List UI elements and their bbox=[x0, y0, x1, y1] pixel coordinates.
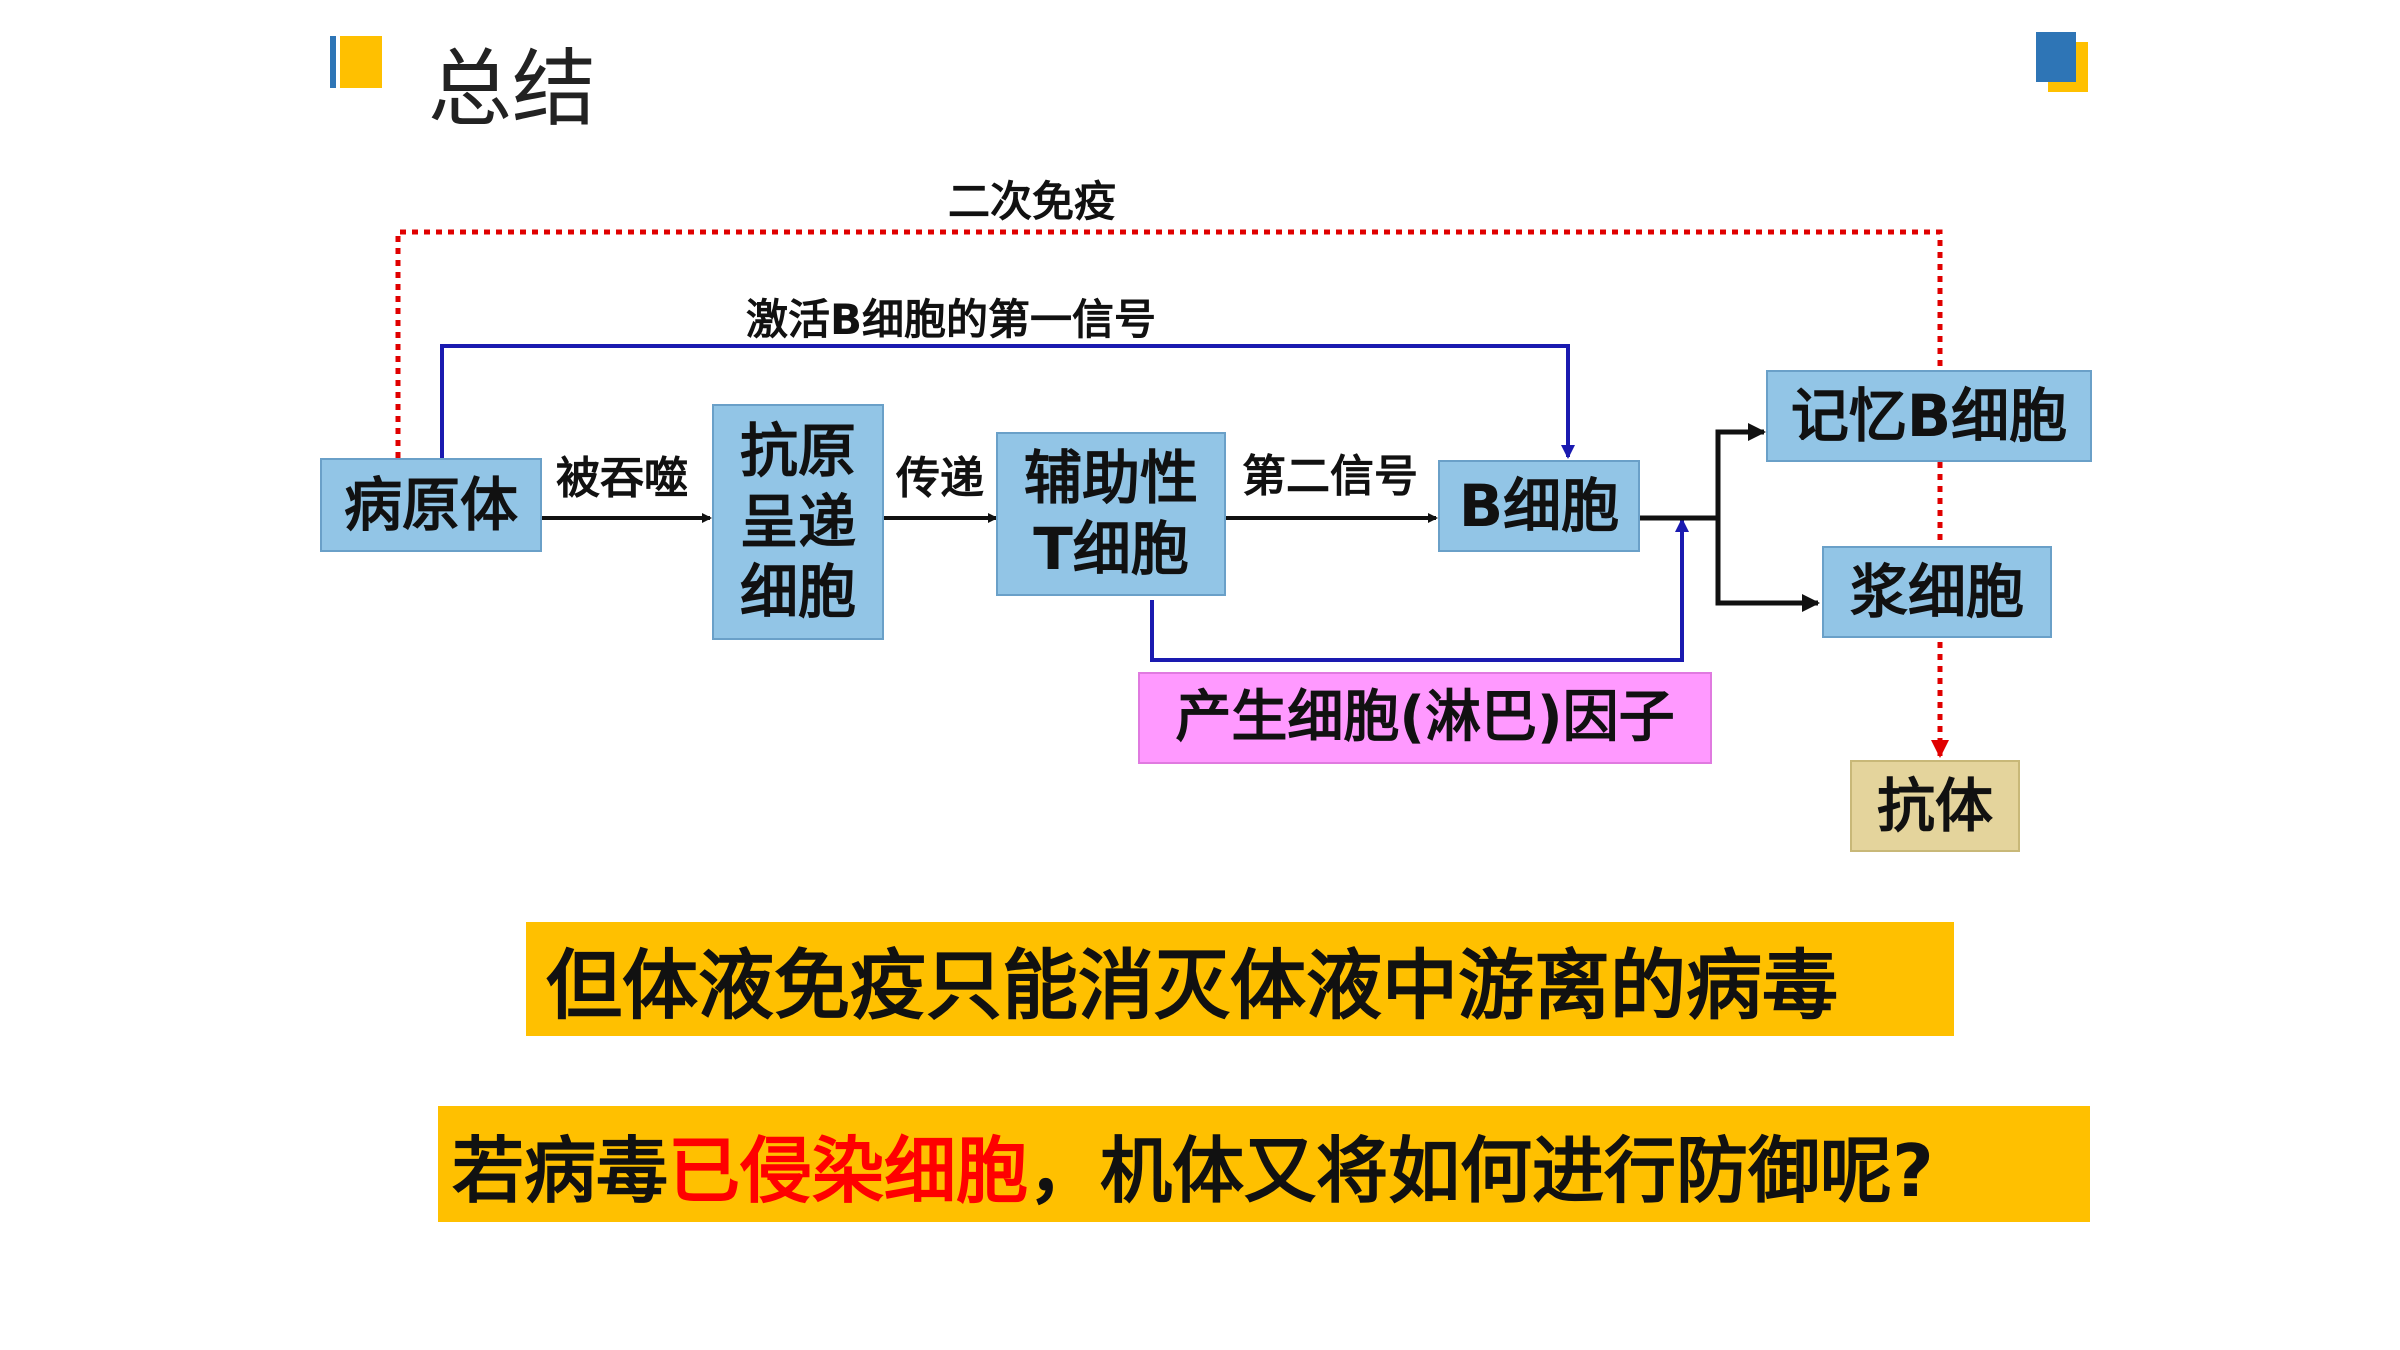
page-title: 总结 bbox=[428, 40, 597, 138]
banner-humoral-limit-text: 但体液免疫只能消灭体液中游离的病毒 bbox=[546, 941, 1838, 1030]
label-engulfed: 被吞噬 bbox=[556, 453, 688, 504]
node-cytokine: 产生细胞(淋巴)因子 bbox=[1138, 672, 1712, 764]
node-antibody-label: 抗体 bbox=[1876, 771, 1993, 840]
node-apc-line3: 细胞 bbox=[739, 558, 856, 627]
node-helper-t-line2: T细胞 bbox=[1033, 515, 1189, 583]
node-apc-line1: 抗原 bbox=[739, 416, 856, 485]
node-b-cell-label: B细胞 bbox=[1458, 471, 1620, 540]
node-apc-line2: 呈递 bbox=[739, 487, 856, 556]
label-secondary-immunity: 二次免疫 bbox=[948, 177, 1117, 226]
node-cytokine-label: 产生细胞(淋巴)因子 bbox=[1175, 684, 1675, 750]
secondary-immunity-path bbox=[395, 229, 1943, 458]
label-transmit: 传递 bbox=[896, 453, 984, 504]
title-accent-square-yellow bbox=[340, 36, 382, 88]
node-antibody: 抗体 bbox=[1850, 760, 2020, 852]
banner-question-highlight: 已侵染细胞 bbox=[668, 1128, 1029, 1213]
node-b-cell: B细胞 bbox=[1438, 460, 1640, 552]
banner-question: 若病毒已侵染细胞，机体又将如何进行防御呢? bbox=[438, 1106, 2090, 1222]
cytokine-path bbox=[1150, 518, 1689, 662]
node-helper-t-line1: 辅助性 bbox=[1023, 444, 1198, 513]
node-pathogen-label: 病原体 bbox=[343, 470, 518, 539]
node-pathogen: 病原体 bbox=[320, 458, 542, 552]
node-memory-b-cell-label: 记忆B细胞 bbox=[1790, 381, 2068, 450]
node-plasma-cell: 浆细胞 bbox=[1822, 546, 2052, 638]
banner-question-post: ，机体又将如何进行防御呢? bbox=[1028, 1128, 1934, 1213]
label-second-signal: 第二信号 bbox=[1242, 451, 1418, 502]
label-first-signal: 激活B细胞的第一信号 bbox=[746, 295, 1157, 344]
node-apc: 抗原 呈递 细胞 bbox=[712, 404, 884, 640]
banner-question-pre: 若病毒 bbox=[452, 1128, 669, 1213]
title-accent-bar-blue bbox=[330, 36, 336, 88]
node-plasma-cell-label: 浆细胞 bbox=[1849, 557, 2024, 626]
banner-humoral-limit: 但体液免疫只能消灭体液中游离的病毒 bbox=[526, 922, 1954, 1036]
branch-memory bbox=[1715, 423, 1766, 603]
branch-plasma bbox=[1715, 518, 1820, 612]
node-memory-b-cell: 记忆B细胞 bbox=[1766, 370, 2092, 462]
first-signal-path bbox=[440, 344, 1575, 459]
corner-accent-blue bbox=[2036, 32, 2076, 82]
node-helper-t-cell: 辅助性 T细胞 bbox=[996, 432, 1226, 596]
